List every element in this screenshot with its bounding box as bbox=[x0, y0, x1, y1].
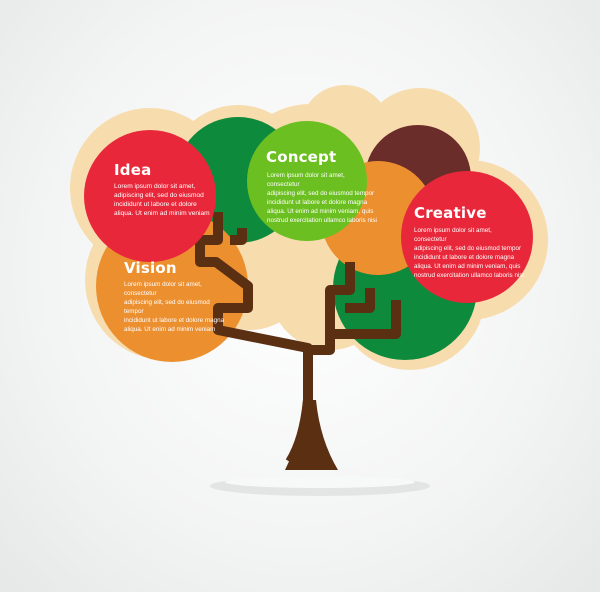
creative-body: Lorem ipsum dolor sit amet, consectetur … bbox=[414, 227, 524, 279]
ground-highlight bbox=[225, 476, 415, 488]
concept-title: Concept bbox=[266, 148, 337, 166]
vision-body: Lorem ipsum dolor sit amet, consectetur … bbox=[124, 281, 225, 333]
circle-idea bbox=[84, 130, 216, 262]
circle-concept bbox=[247, 121, 367, 241]
circle-creative bbox=[401, 171, 533, 303]
concept-body: Lorem ipsum dolor sit amet, consectetur … bbox=[267, 172, 377, 224]
idea-body: Lorem ipsum dolor sit amet, adipiscing e… bbox=[114, 183, 210, 217]
trunk-base bbox=[285, 400, 338, 470]
creative-title: Creative bbox=[414, 204, 487, 222]
idea-title: Idea bbox=[114, 161, 152, 179]
vision-title: Vision bbox=[124, 259, 177, 277]
